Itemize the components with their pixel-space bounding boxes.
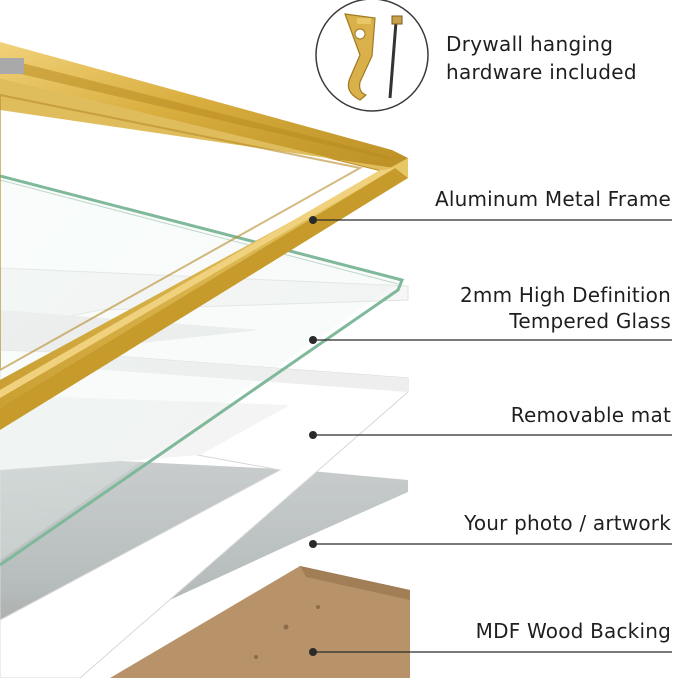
hook-icon — [344, 13, 376, 101]
aluminum-frame — [0, 42, 408, 430]
hardware-caption-line2: hardware included — [446, 60, 637, 84]
label-photo: Your photo / artwork — [464, 511, 671, 535]
label-frame: Aluminum Metal Frame — [434, 187, 671, 211]
hardware-caption: Drywall hanging hardware included — [446, 30, 637, 86]
hardware-caption-line1: Drywall hanging — [446, 32, 614, 56]
label-backing: MDF Wood Backing — [475, 619, 671, 643]
nail-icon — [388, 15, 403, 99]
label-mat: Removable mat — [510, 403, 671, 427]
hardware-illustration — [315, 0, 429, 112]
leader-lines — [309, 216, 672, 656]
label-glass-line2: Tempered Glass — [509, 309, 671, 333]
label-glass-line1: 2mm High Definition — [459, 283, 671, 307]
tempered-glass — [0, 174, 405, 567]
label-glass: 2mm High Definition Tempered Glass — [460, 282, 671, 334]
mdf-backing — [110, 566, 410, 678]
